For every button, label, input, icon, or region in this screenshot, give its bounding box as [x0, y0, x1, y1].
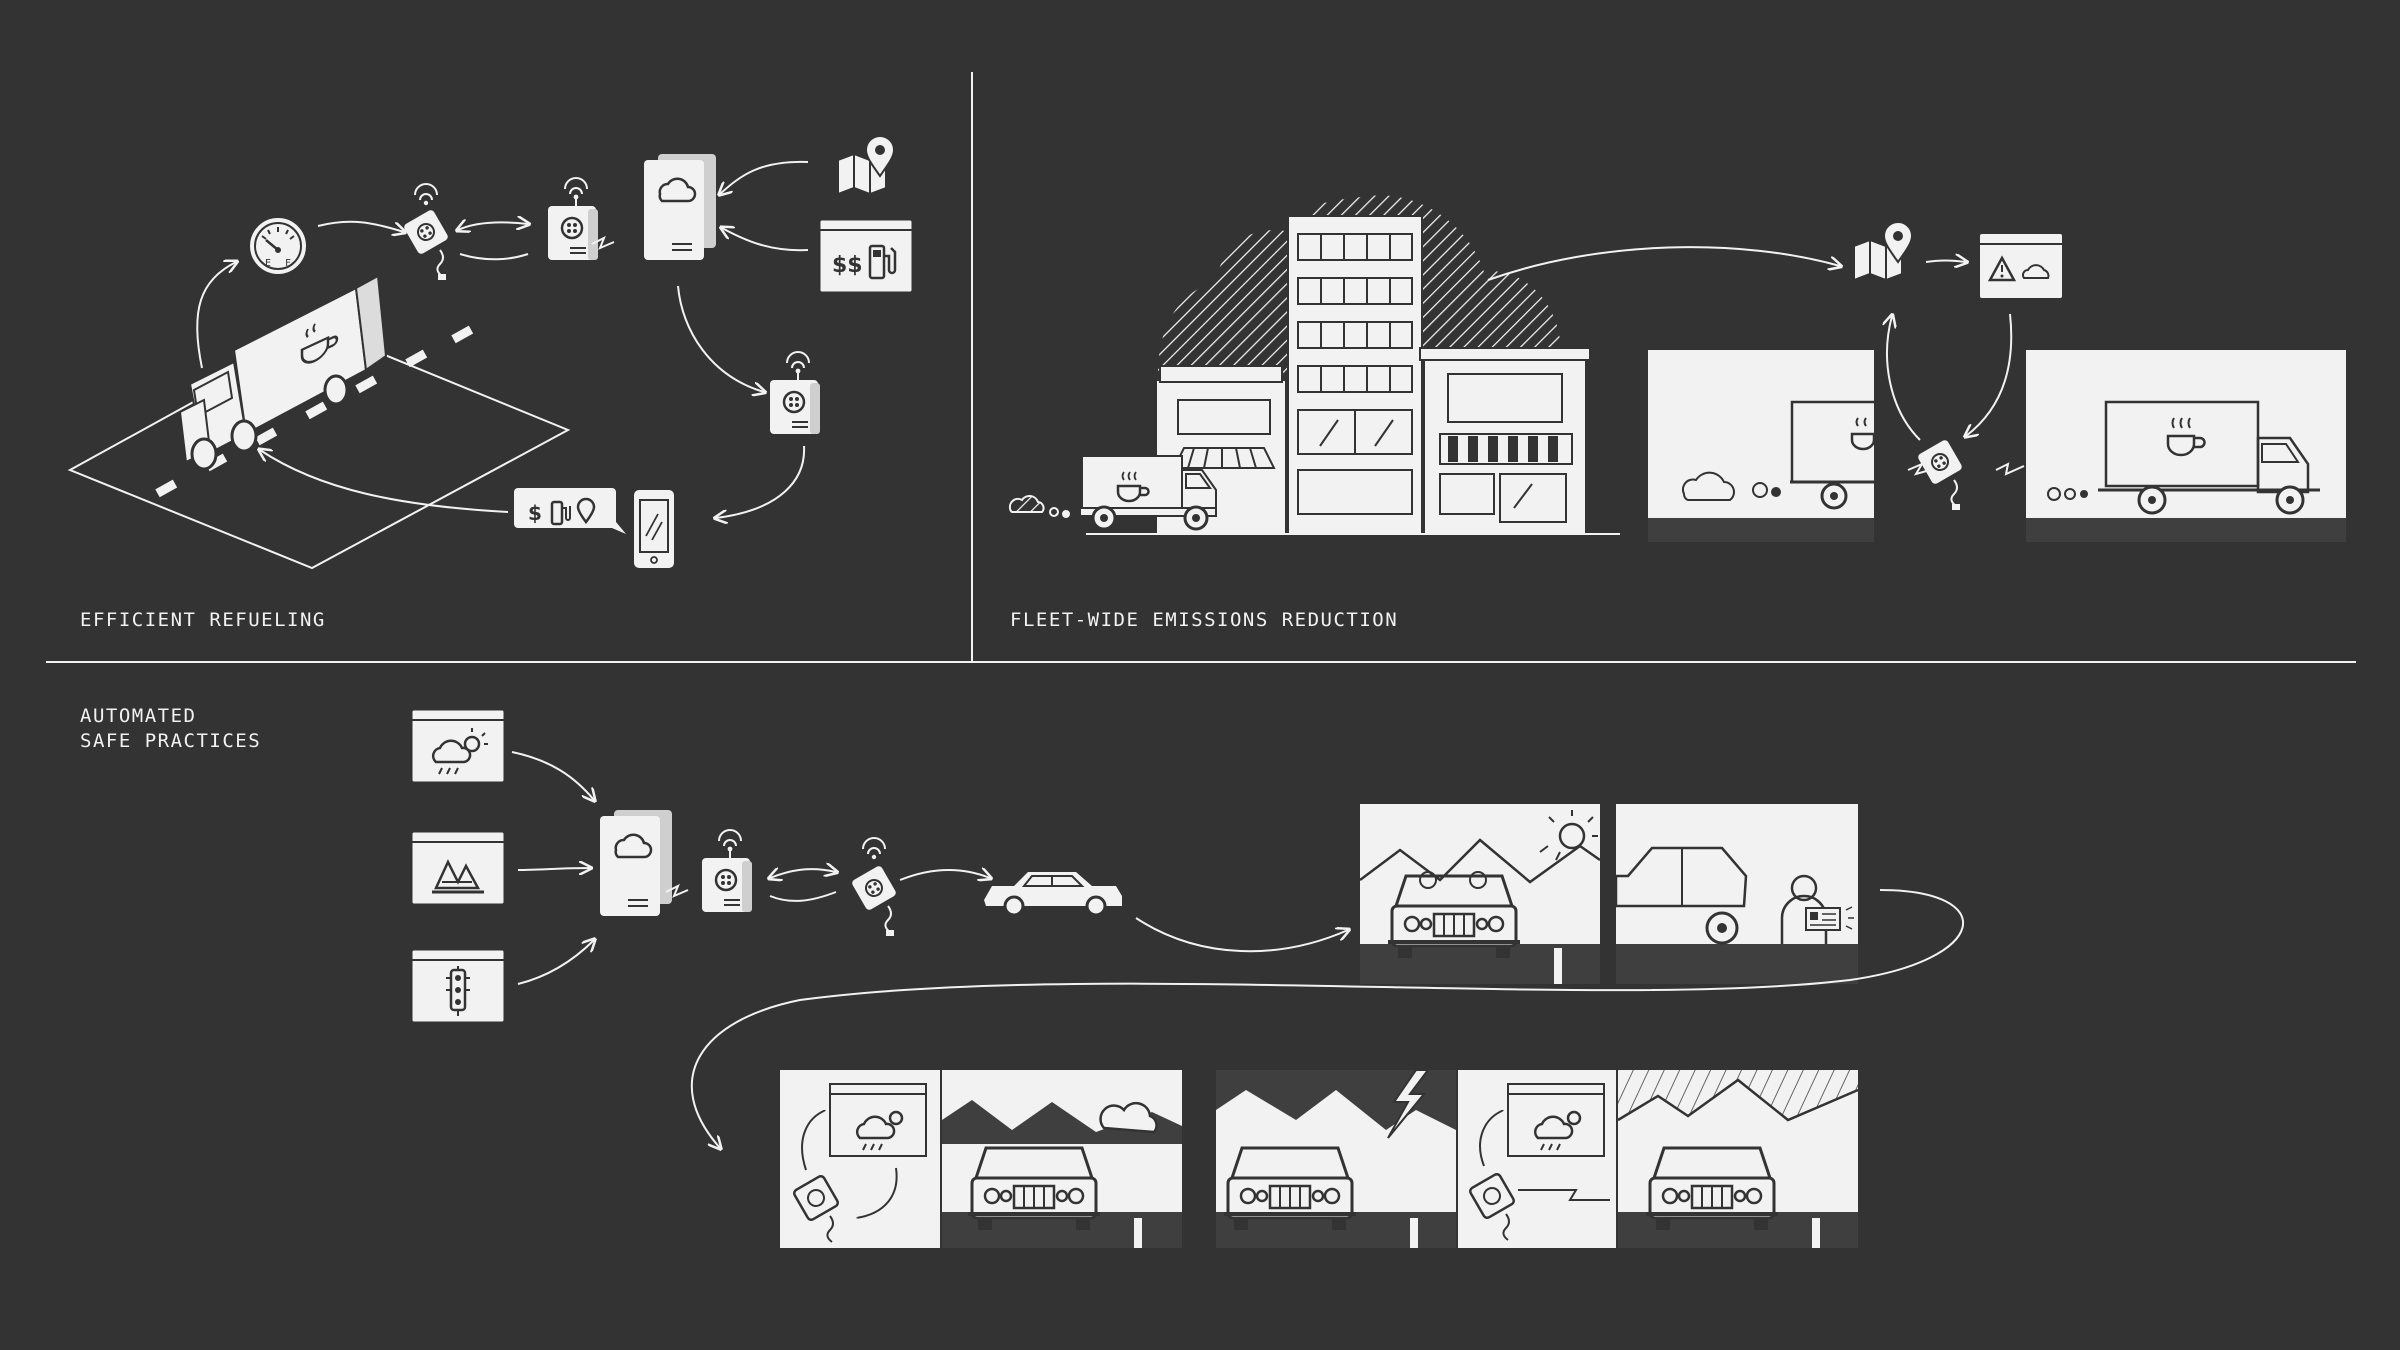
gauge-empty-label: E [265, 258, 271, 269]
sms-bubble-icon: $ [514, 488, 626, 534]
terrain-card-icon [411, 831, 505, 905]
tracker-device-icon [401, 183, 451, 281]
safety-panel-sunny [1359, 804, 1601, 984]
safety-flow-arrows [511, 751, 1965, 1148]
connection-zigzag-2 [1907, 461, 2025, 476]
section-label-emissions: FLEET-WIDE EMISSIONS REDUCTION [1010, 609, 1399, 631]
safety-panel-rain [1617, 1070, 1859, 1248]
map-pin-icon-2 [1853, 221, 1914, 282]
weather-card-icon [411, 709, 505, 783]
car-icon [984, 872, 1122, 917]
fuel-price-card-icon: $$ [819, 219, 913, 293]
emissions-panel-after [2026, 350, 2346, 542]
section-label-safety: AUTOMATED SAFE PRACTICES [80, 704, 261, 754]
section-label-safety-line2: SAFE PRACTICES [80, 730, 262, 752]
safety-panel-storm [1216, 1069, 1456, 1248]
tracker-device-icon-3 [849, 837, 899, 937]
cellular-modem-icon [546, 176, 600, 262]
emissions-flow-arrows [1487, 246, 2013, 441]
fuel-price-text: $$ [832, 253, 863, 278]
safety-panel-cloudy [942, 1070, 1182, 1248]
sms-dollar-text: $ [528, 501, 542, 525]
tracker-device-icon-2 [1915, 437, 1965, 511]
cloud-server-icon-2 [598, 808, 674, 918]
city-buildings [1086, 215, 1620, 535]
map-pin-icon [837, 135, 896, 196]
smartphone-icon [634, 490, 674, 568]
connection-zigzag [591, 235, 615, 250]
delivery-truck-icon [178, 274, 388, 471]
cellular-modem-icon-3 [700, 828, 754, 914]
section-label-safety-line1: AUTOMATED [80, 705, 197, 727]
emissions-panel-before [1648, 350, 1888, 542]
cellular-modem-icon-2 [768, 350, 822, 436]
traffic-light-card-icon [411, 949, 505, 1023]
alert-card-icon [1980, 234, 2062, 298]
fuel-gauge-icon: E F [248, 216, 308, 276]
safety-panel-driver-id [1614, 804, 1858, 984]
section-label-refueling: EFFICIENT REFUELING [80, 609, 326, 631]
safety-panel-device-alert [1458, 1070, 1616, 1248]
gauge-full-label: F [285, 258, 291, 269]
refueling-flow-arrows [196, 160, 809, 518]
exhaust-puffs [1008, 495, 1070, 518]
safety-panel-weather-alert [780, 1070, 940, 1248]
cloud-server-icon [642, 152, 718, 262]
connection-zigzag-3 [665, 883, 689, 898]
